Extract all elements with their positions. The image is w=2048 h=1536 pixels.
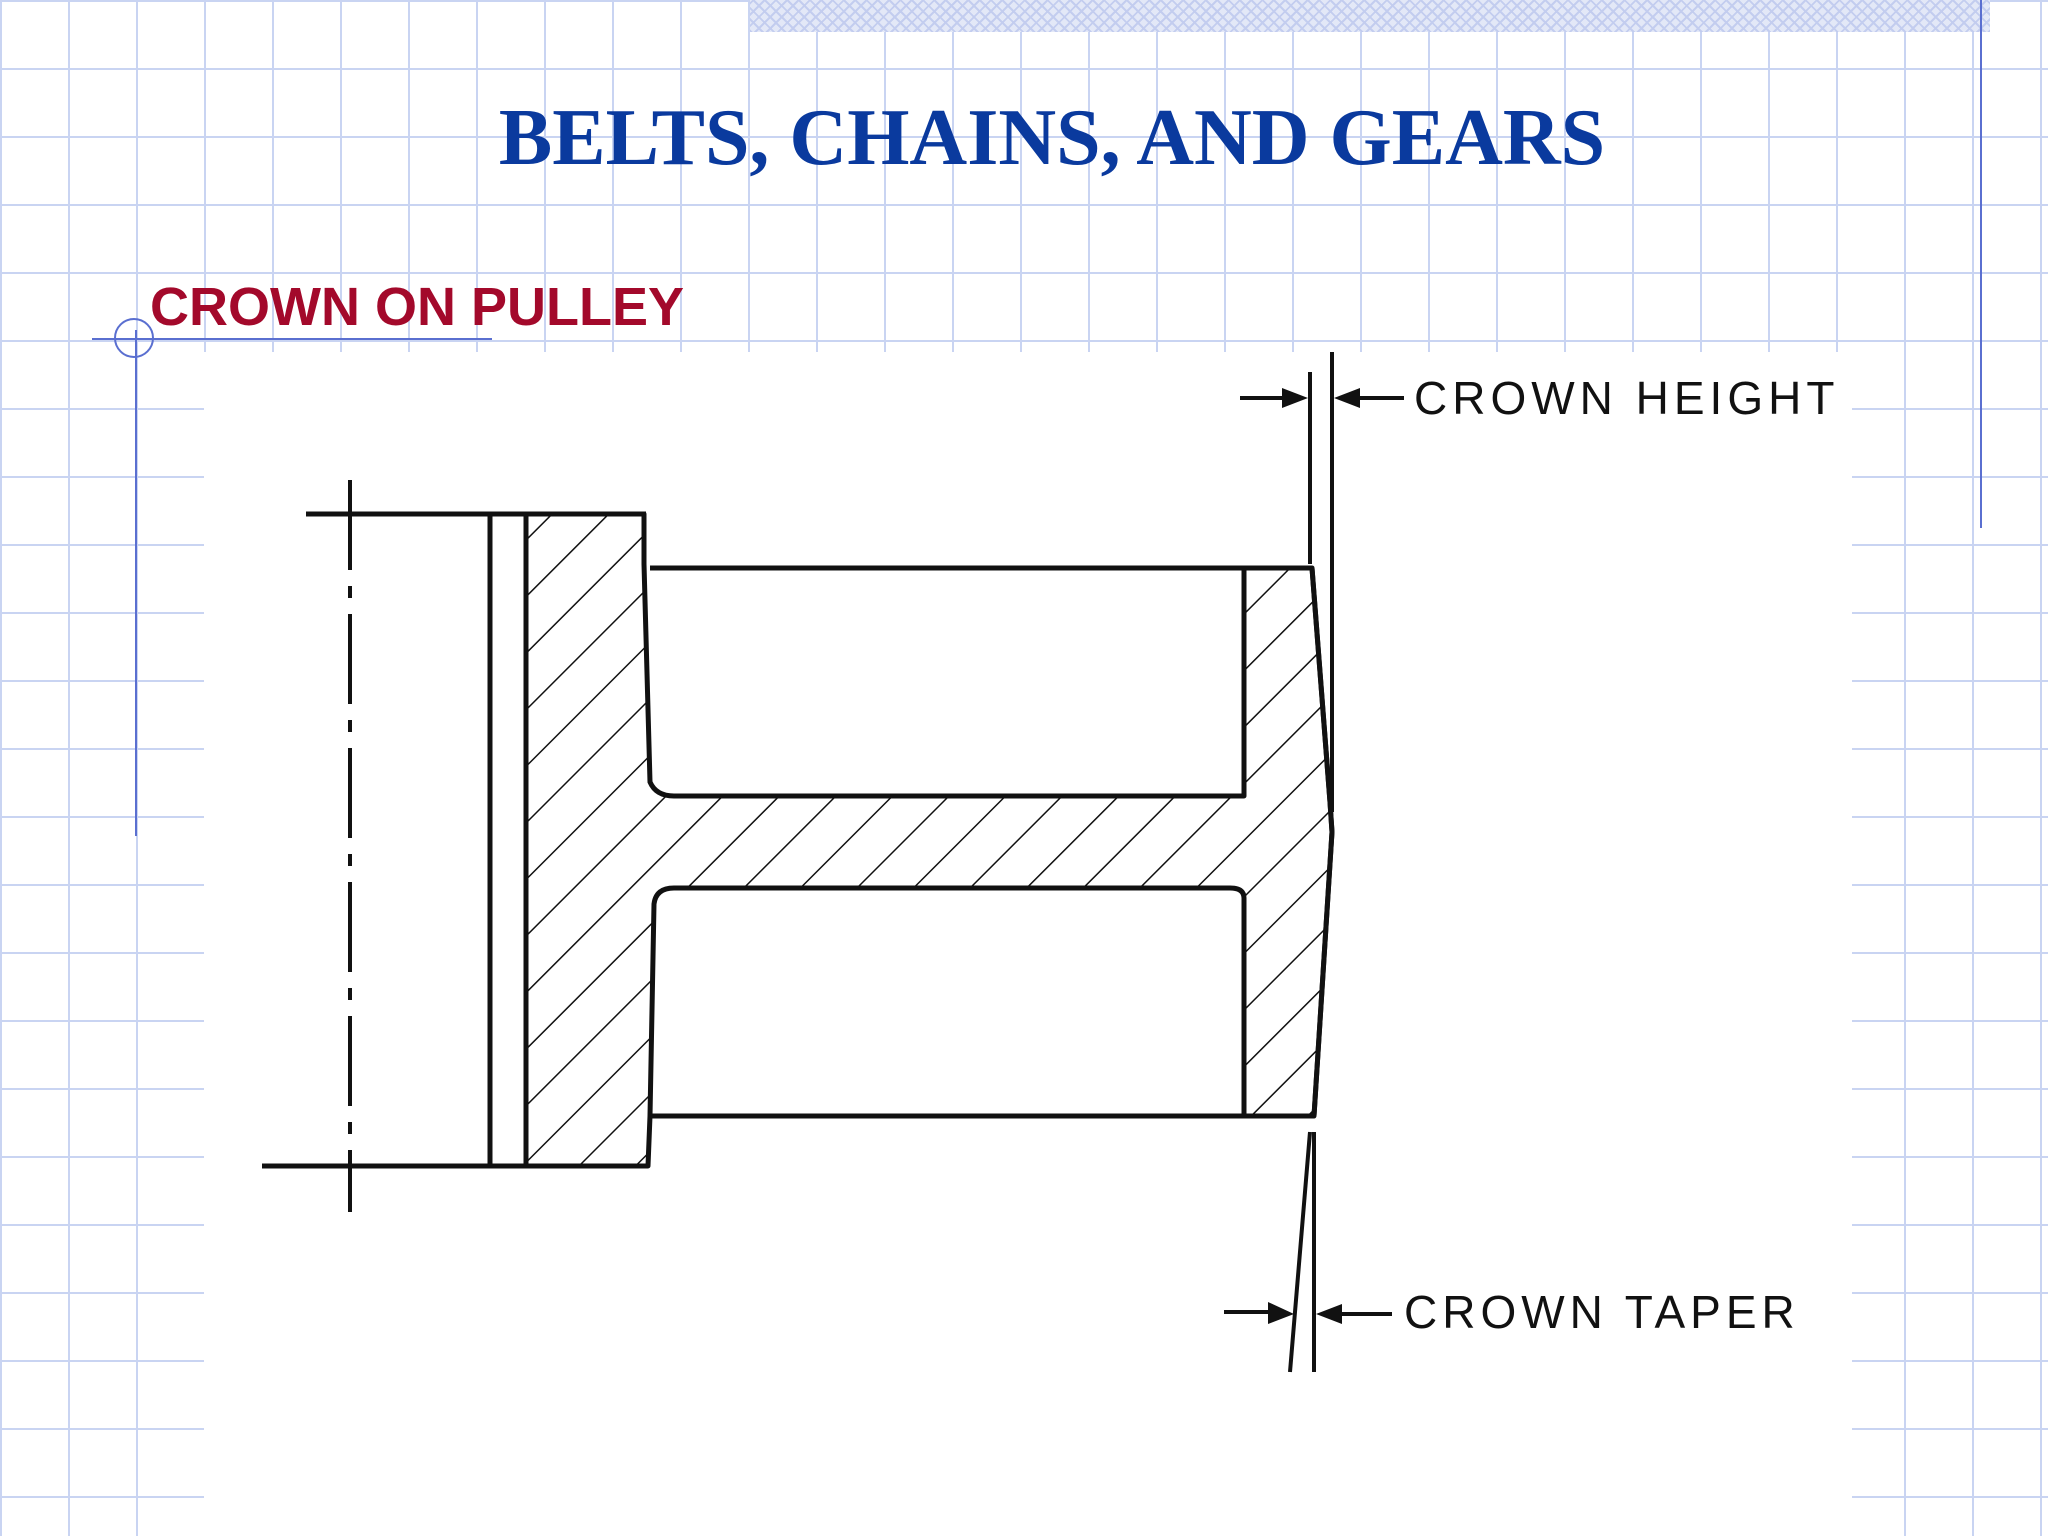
right-vertical-rule <box>1980 0 1982 528</box>
crown-taper-arrow-left-head <box>1268 1302 1294 1324</box>
crown-taper-extension-left <box>1288 1131 1312 1373</box>
crown-height-arrow-right-head <box>1334 388 1360 408</box>
top-pattern-band <box>750 0 1990 32</box>
crown-taper-arrow-right-head <box>1316 1304 1342 1324</box>
crowned-rim-surface <box>1309 567 1335 1117</box>
slide-title: BELTS, CHAINS, AND GEARS <box>498 94 1606 182</box>
slide-subtitle: CROWN ON PULLEY <box>150 277 684 337</box>
crown-height-arrow-left-head <box>1282 388 1308 408</box>
crown-height-label: CROWN HEIGHT <box>1414 372 1839 424</box>
left-vertical-rule <box>135 330 137 836</box>
crown-taper-label: CROWN TAPER <box>1404 1286 1800 1338</box>
crosshair-circle-ornament <box>114 318 154 358</box>
crown-on-pulley-diagram: CROWN HEIGHT CROWN TAPER <box>262 352 1839 1373</box>
pulley-drawing-panel: CROWN HEIGHT CROWN TAPER <box>204 352 1852 1536</box>
subtitle-underline-rule <box>92 338 492 340</box>
pulley-hatched-section <box>523 511 1335 1169</box>
